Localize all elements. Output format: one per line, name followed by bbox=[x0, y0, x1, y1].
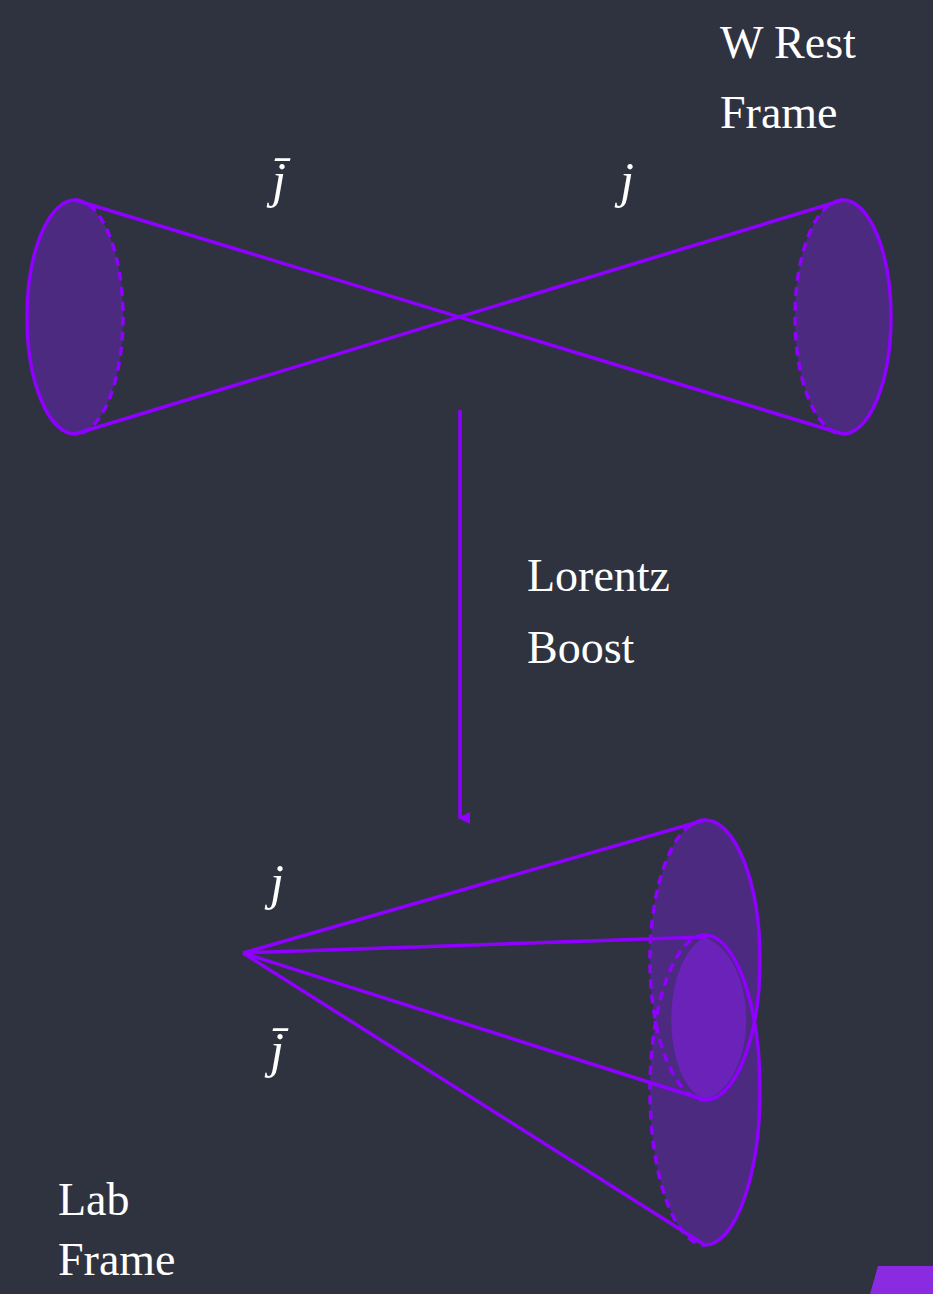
jet-label: j̄ bbox=[272, 150, 332, 210]
rest-frame-cones bbox=[27, 200, 891, 434]
lab-frame-cones bbox=[243, 820, 760, 1245]
boost-label: Lorentz Boost bbox=[527, 540, 717, 684]
boost-arrow bbox=[458, 410, 462, 818]
frame-title: W Rest Frame bbox=[720, 8, 910, 148]
jet-label: j bbox=[620, 150, 680, 210]
frame-title: Lab Frame bbox=[58, 1170, 198, 1290]
jet-label: j̄ bbox=[270, 1020, 330, 1080]
jet-label: j bbox=[270, 852, 330, 912]
corner-tab bbox=[870, 1266, 933, 1294]
